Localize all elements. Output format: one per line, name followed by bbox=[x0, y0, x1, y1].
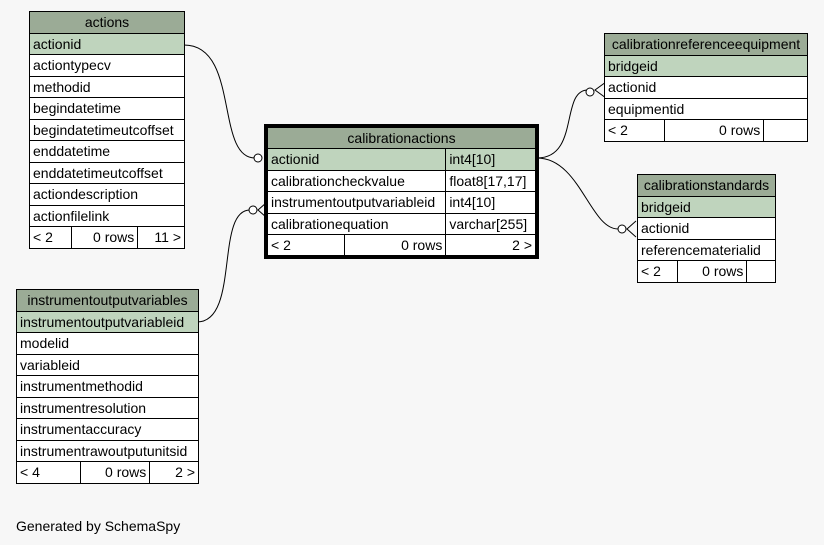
row-count: 0 rows bbox=[71, 226, 139, 249]
pk-column[interactable]: instrumentoutputvariableid bbox=[16, 310, 199, 333]
crowfoot-marker bbox=[626, 220, 637, 238]
pk-column[interactable]: actionid bbox=[266, 148, 447, 171]
column[interactable]: instrumentrawoutputunitsid bbox=[16, 439, 199, 462]
column[interactable]: variableid bbox=[16, 353, 199, 376]
column[interactable]: actiontypecv bbox=[29, 54, 185, 77]
column[interactable]: actionfilelink bbox=[29, 204, 185, 227]
column[interactable]: calibrationcheckvalue bbox=[266, 169, 447, 192]
column[interactable]: enddatetime bbox=[29, 140, 185, 163]
edge-iov-calibrationactions bbox=[196, 209, 251, 323]
table-title[interactable]: calibrationactions bbox=[266, 126, 537, 149]
column[interactable]: instrumentmethodid bbox=[16, 375, 199, 398]
table-calibrationstandards[interactable]: calibrationstandards bridgeid actionid r… bbox=[637, 174, 776, 283]
parents-count[interactable]: < 2 bbox=[604, 119, 665, 142]
column[interactable]: referencematerialid bbox=[637, 238, 776, 261]
column[interactable]: instrumentoutputvariableid bbox=[266, 191, 447, 214]
column[interactable]: actionid bbox=[637, 217, 776, 240]
children-count[interactable]: 2 > bbox=[149, 461, 199, 484]
parents-count[interactable]: < 4 bbox=[16, 461, 81, 484]
generated-by-label: Generated by SchemaSpy bbox=[16, 518, 181, 534]
table-title[interactable]: actions bbox=[29, 11, 185, 34]
table-instrumentoutputvariables[interactable]: instrumentoutputvariables instrumentoutp… bbox=[16, 289, 199, 484]
table-calibrationreferenceequipment[interactable]: calibrationreferenceequipment bridgeid a… bbox=[604, 33, 808, 142]
column[interactable]: actiondescription bbox=[29, 183, 185, 206]
table-title[interactable]: calibrationreferenceequipment bbox=[604, 33, 808, 56]
column-type: float8[17,17] bbox=[445, 169, 537, 192]
column[interactable]: actionid bbox=[604, 76, 808, 99]
column[interactable]: begindatetime bbox=[29, 97, 185, 120]
column-type: varchar[255] bbox=[445, 212, 537, 235]
column[interactable]: equipmentid bbox=[604, 97, 808, 120]
crowfoot-marker bbox=[257, 202, 267, 218]
column[interactable]: calibrationequation bbox=[266, 212, 447, 235]
column[interactable]: methodid bbox=[29, 75, 185, 98]
children-count bbox=[746, 260, 776, 283]
children-count[interactable]: 2 > bbox=[445, 234, 537, 257]
crowfoot-marker bbox=[594, 81, 607, 99]
table-actions[interactable]: actions actionid actiontypecv methodid b… bbox=[28, 11, 185, 249]
column-type: int4[10] bbox=[445, 148, 537, 171]
row-count: 0 rows bbox=[79, 461, 151, 484]
column[interactable]: instrumentresolution bbox=[16, 396, 199, 419]
edge-end-circle bbox=[253, 153, 263, 163]
edge-calibrationactions-refequip bbox=[536, 89, 589, 159]
column[interactable]: instrumentaccuracy bbox=[16, 418, 199, 441]
parents-count[interactable]: < 2 bbox=[28, 226, 73, 249]
children-count[interactable]: 11 > bbox=[137, 226, 185, 249]
pk-column[interactable]: actionid bbox=[29, 32, 185, 55]
pk-column[interactable]: bridgeid bbox=[604, 54, 808, 77]
row-count: 0 rows bbox=[343, 234, 447, 257]
pk-column[interactable]: bridgeid bbox=[637, 195, 776, 218]
parents-count[interactable]: < 2 bbox=[637, 260, 678, 283]
column[interactable]: begindatetimeutcoffset bbox=[29, 118, 185, 141]
edge-calibrationactions-standards bbox=[536, 157, 619, 230]
row-count: 0 rows bbox=[676, 260, 748, 283]
edge-actions-calibrationactions bbox=[183, 44, 256, 159]
table-title[interactable]: calibrationstandards bbox=[637, 174, 776, 197]
edge-end-circle bbox=[617, 224, 627, 234]
edge-end-circle bbox=[248, 205, 258, 215]
column[interactable]: enddatetimeutcoffset bbox=[29, 161, 185, 184]
column-type: int4[10] bbox=[445, 191, 537, 214]
table-title[interactable]: instrumentoutputvariables bbox=[16, 289, 199, 312]
children-count bbox=[763, 119, 808, 142]
edge-end-circle bbox=[585, 87, 595, 97]
table-calibrationactions[interactable]: calibrationactions actionid int4[10] cal… bbox=[264, 124, 539, 259]
row-count: 0 rows bbox=[663, 119, 765, 142]
column[interactable]: modelid bbox=[16, 332, 199, 355]
parents-count[interactable]: < 2 bbox=[266, 234, 345, 257]
